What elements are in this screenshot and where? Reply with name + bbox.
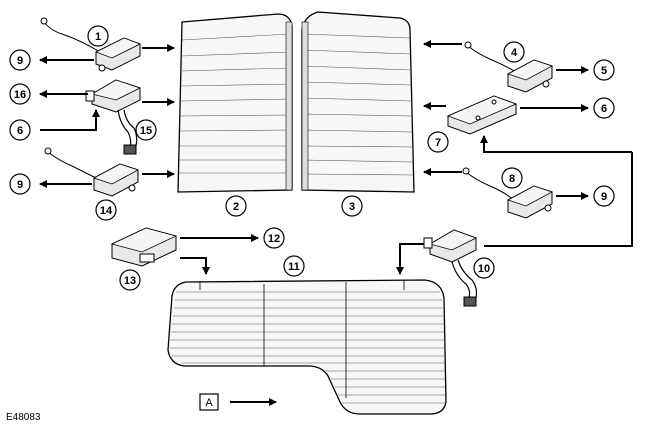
- callout-9-mid-left: 9: [9, 173, 31, 195]
- callout-2-text: 2: [233, 201, 239, 213]
- callout-4: 4: [503, 41, 525, 63]
- callout-9-right: 9: [593, 185, 615, 207]
- callout-10-text: 10: [478, 263, 490, 275]
- callout-3-text: 3: [349, 201, 355, 213]
- callout-13: 13: [119, 269, 141, 291]
- callout-14-text: 14: [100, 205, 113, 217]
- rear-window: [167, 279, 447, 415]
- callout-15-text: 15: [140, 125, 152, 137]
- right-side-window: [301, 11, 415, 193]
- callout-6-right: 6: [593, 97, 615, 119]
- reference-code: E48083: [6, 412, 41, 423]
- callout-12-text: 12: [268, 233, 280, 245]
- callout-7: 7: [427, 131, 449, 153]
- amplifier-module-7: [446, 95, 518, 135]
- amplifier-module-10: [423, 229, 478, 307]
- callout-8: 8: [501, 167, 523, 189]
- callout-14: 14: [95, 199, 117, 221]
- amplifier-module-8: [462, 167, 554, 219]
- callout-2: 2: [225, 195, 247, 217]
- callout-15: 15: [135, 119, 157, 141]
- callout-6-left-text: 6: [17, 125, 23, 137]
- callout-9-right-text: 9: [601, 191, 607, 203]
- callout-5-text: 5: [601, 65, 607, 77]
- callout-5: 5: [593, 59, 615, 81]
- callout-11-text: 11: [288, 261, 300, 273]
- amplifier-module-15: [85, 79, 142, 155]
- arrows: [39, 40, 633, 406]
- callout-11: 11: [283, 255, 305, 277]
- callout-10: 10: [473, 257, 495, 279]
- view-label-text: A: [205, 397, 213, 409]
- callout-9-mid-left-text: 9: [17, 179, 23, 191]
- callout-6-right-text: 6: [601, 103, 607, 115]
- callout-12: 12: [263, 227, 285, 249]
- callout-4-text: 4: [511, 47, 518, 59]
- callout-16: 16: [9, 83, 31, 105]
- callout-3: 3: [341, 195, 363, 217]
- callout-9-top-left-text: 9: [17, 55, 23, 67]
- callout-1-text: 1: [95, 31, 101, 43]
- left-side-window: [177, 13, 293, 193]
- callout-6-left: 6: [9, 119, 31, 141]
- callout-1: 1: [87, 25, 109, 47]
- callout-13-text: 13: [124, 275, 136, 287]
- amplifier-module-14: [44, 147, 140, 197]
- callout-7-text: 7: [435, 137, 441, 149]
- amplifier-module-13: [110, 227, 178, 267]
- callout-16-text: 16: [14, 89, 26, 101]
- callout-8-text: 8: [509, 173, 515, 185]
- amplifier-module-1: [40, 17, 141, 72]
- amplifier-module-4: [464, 41, 554, 93]
- view-label-box: A: [199, 393, 219, 411]
- callout-9-top-left: 9: [9, 49, 31, 71]
